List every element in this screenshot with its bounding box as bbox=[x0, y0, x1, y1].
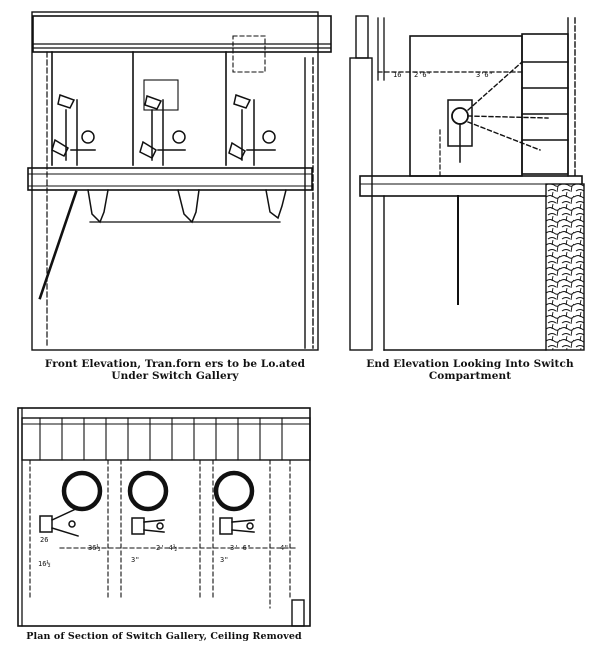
switch-compartment bbox=[409, 35, 523, 177]
switch-unit bbox=[139, 95, 186, 166]
front-elevation-frame bbox=[31, 11, 319, 351]
caption-line: End Elevation Looking Into Switch bbox=[366, 358, 574, 370]
dimension-label: 3" bbox=[131, 556, 139, 564]
ceiling-opening bbox=[61, 470, 103, 512]
switch-unit bbox=[228, 94, 276, 166]
dimension-label: 2' 4½ bbox=[156, 544, 177, 552]
end-elevation-caption: End Elevation Looking Into Switch Compar… bbox=[350, 358, 590, 382]
switch-unit bbox=[131, 517, 165, 535]
end-elevation-drawing bbox=[349, 15, 585, 351]
column bbox=[349, 57, 373, 351]
switch-unit bbox=[219, 517, 255, 535]
caption-line: Plan of Section of Switch Gallery, Ceili… bbox=[26, 631, 302, 642]
plan-section-caption: Plan of Section of Switch Gallery, Ceili… bbox=[14, 631, 314, 643]
plan-section-drawing bbox=[17, 407, 311, 627]
ceiling-opening bbox=[127, 470, 169, 512]
dimension-label: 26 bbox=[40, 536, 48, 544]
ceiling-band bbox=[21, 417, 311, 461]
switch-unit bbox=[39, 507, 79, 537]
gallery-floor bbox=[27, 167, 313, 191]
dimension-label: 2'6" bbox=[414, 71, 431, 79]
front-elevation-caption: Front Elevation, Tran.forn ers to be Lo.… bbox=[20, 358, 330, 382]
caption-line: Compartment bbox=[428, 370, 512, 382]
dimension-label: 16½ bbox=[38, 560, 51, 568]
caption-line: Under Switch Gallery bbox=[111, 370, 239, 382]
plan-frame bbox=[17, 407, 311, 627]
dimension-label: 16 bbox=[393, 71, 401, 79]
dimension-label: 4" bbox=[280, 544, 288, 552]
operating-rod bbox=[38, 190, 78, 300]
dimension-label: 36½ bbox=[88, 544, 101, 552]
dimension-label: 3" bbox=[220, 556, 228, 564]
ceiling-opening bbox=[213, 470, 255, 512]
stone-wall bbox=[545, 183, 585, 351]
dimension-label: 3' 6" bbox=[230, 544, 251, 552]
switch-unit bbox=[51, 94, 96, 166]
top-beam bbox=[32, 15, 332, 53]
caption-line: Front Elevation, Tran.forn ers to be Lo.… bbox=[44, 358, 306, 370]
front-elevation-drawing bbox=[27, 11, 332, 351]
dimension-label: 3'6" bbox=[476, 71, 493, 79]
